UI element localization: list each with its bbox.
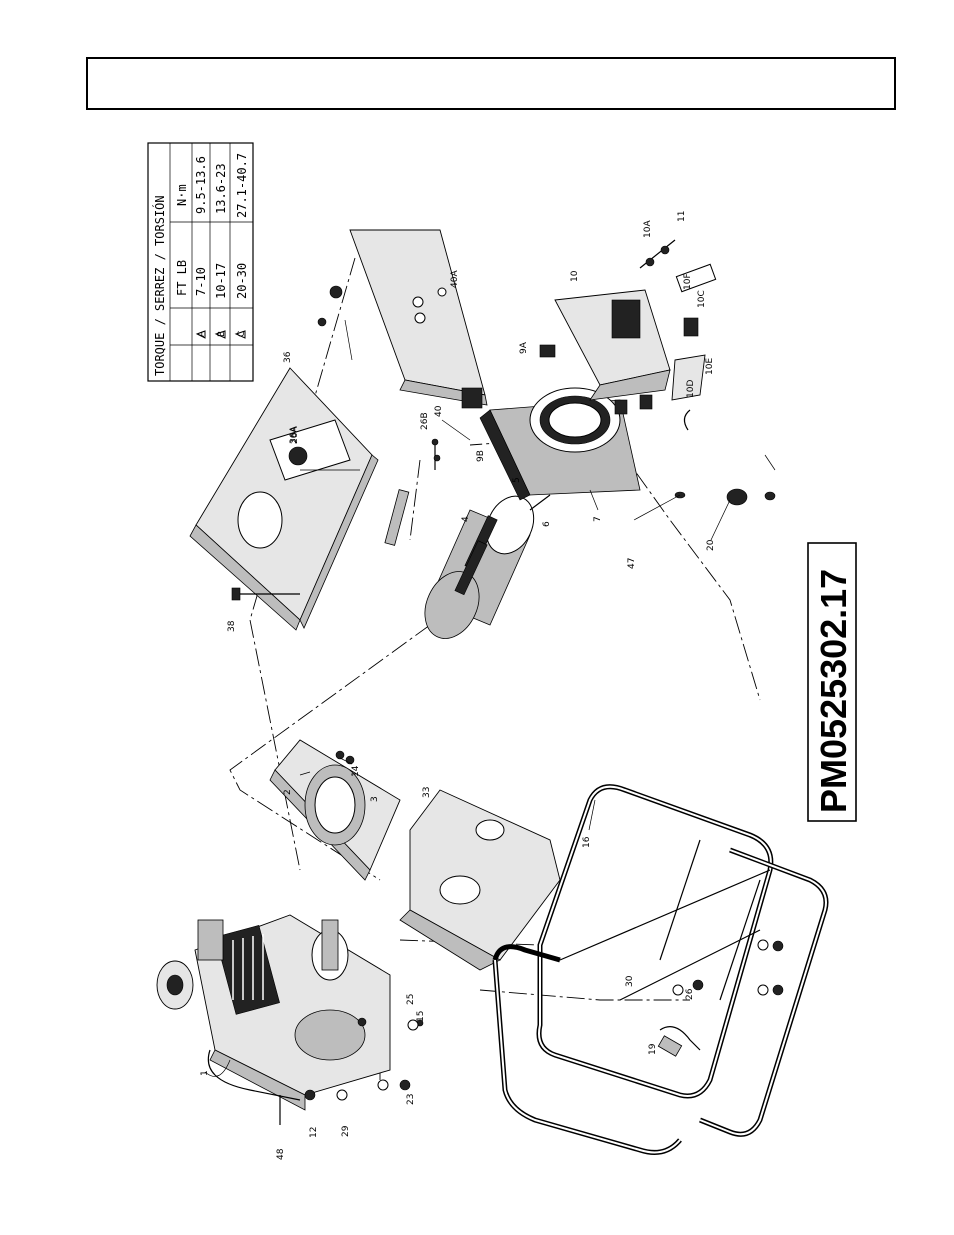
callout-9b: 9B (476, 450, 486, 462)
control-panel-part-36 (190, 368, 378, 630)
torque-table: TORQUE / SERREZ / TORSIÓN FT LB N·m A 7-… (148, 143, 253, 381)
callout-33: 33 (422, 787, 432, 798)
torque-row-c-nm: 27.1-40.7 (235, 153, 249, 218)
rotor-part-4 (385, 489, 550, 648)
torque-header-nm: N·m (175, 184, 189, 206)
doc-number: PM0525302.17 (813, 569, 854, 813)
callout-36: 36 (283, 351, 293, 363)
callout-40: 40 (434, 405, 444, 417)
callout-10f: 10F (683, 273, 693, 290)
callout-47: 47 (627, 558, 637, 569)
callout-40a: 40A (450, 270, 460, 288)
callout-5: 5 (512, 477, 522, 483)
callout-25: 25 (406, 994, 416, 1005)
torque-header-ftlb: FT LB (175, 260, 189, 296)
callout-29: 29 (341, 1125, 351, 1137)
callout-48: 48 (276, 1148, 286, 1160)
callout-19: 19 (648, 1043, 658, 1055)
doc-number-box: PM0525302.17 (808, 543, 856, 821)
torque-row-b-nm: 13.6-23 (214, 163, 228, 214)
cover-part-33 (400, 790, 560, 970)
callout-3: 3 (370, 796, 380, 802)
callout-10: 10 (570, 270, 580, 282)
torque-symbol-c: C (237, 331, 247, 337)
callout-10a: 10A (643, 220, 653, 238)
callout-1: 1 (200, 1070, 210, 1076)
callout-14: 14 (351, 765, 361, 777)
callout-38: 38 (227, 620, 237, 632)
callout-26: 26 (685, 988, 695, 1000)
callout-10e: 10E (705, 358, 715, 375)
bracket-part-40 (350, 230, 487, 408)
callout-2: 2 (283, 789, 293, 795)
callout-12: 12 (309, 1127, 319, 1138)
callout-20: 20 (706, 539, 716, 551)
callout-23: 23 (406, 1094, 416, 1105)
callout-10d: 10D (686, 380, 696, 398)
torque-symbol-a: A (197, 330, 207, 337)
callout-36a: 36A (289, 426, 299, 444)
torque-row-a-nm: 9.5-13.6 (194, 156, 208, 214)
torque-row-a-ftlb: 7-10 (194, 267, 208, 296)
callout-4: 4 (461, 516, 471, 522)
callout-15: 15 (416, 1011, 426, 1022)
adaptor-part-2 (270, 740, 400, 880)
torque-row-b-ftlb: 10-17 (214, 263, 228, 299)
callout-9a: 9A (519, 341, 529, 354)
callout-10c: 10C (697, 290, 707, 308)
callout-26b: 26B (420, 412, 430, 430)
callout-30: 30 (625, 975, 635, 987)
callout-6: 6 (542, 521, 552, 527)
torque-table-title: TORQUE / SERREZ / TORSIÓN (152, 195, 167, 376)
callout-16: 16 (582, 836, 592, 848)
callout-11: 11 (677, 211, 687, 222)
callout-7: 7 (593, 516, 603, 522)
torque-symbol-b: B (217, 331, 227, 337)
torque-row-c-ftlb: 20-30 (235, 263, 249, 299)
